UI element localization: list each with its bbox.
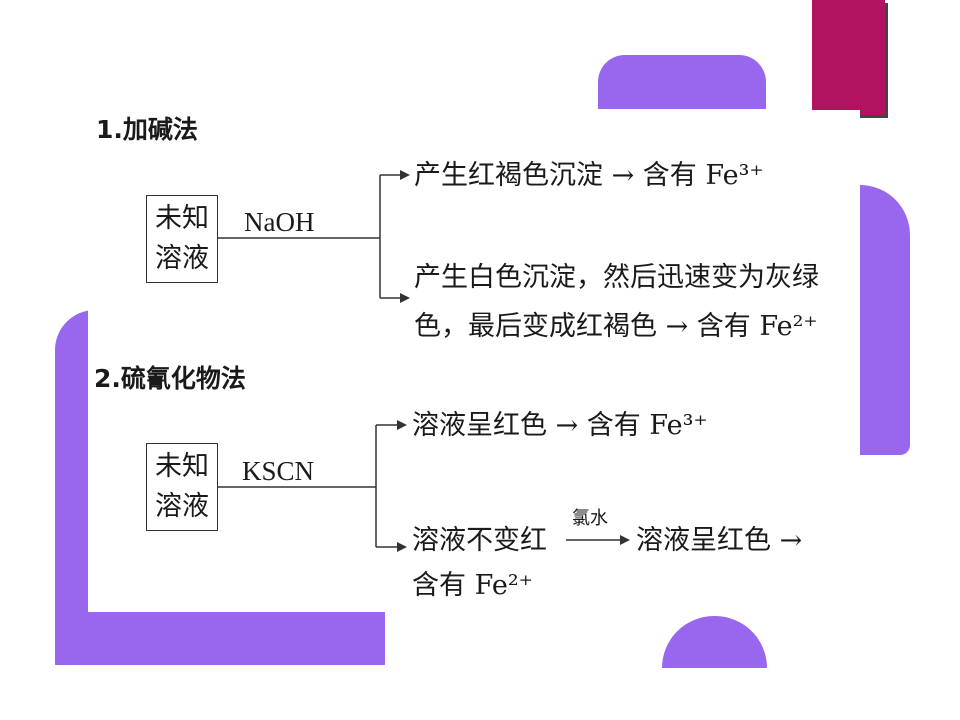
section2-branch-line2: 含有 Fe²⁺ — [412, 570, 533, 601]
box-line1: 未知 — [155, 203, 209, 234]
section2-branch-turns-red: 溶液呈红色 → — [636, 525, 803, 556]
section1-branch-white-line1: 产生白色沉淀，然后迅速变为灰绿 — [414, 262, 819, 293]
box-line2: 溶液 — [155, 491, 209, 522]
section1-unknown-solution-box: 未知 溶液 — [146, 195, 218, 283]
box-line1: 未知 — [155, 451, 209, 482]
decor-magenta-bar — [812, 0, 885, 115]
arrow-label-chlorine-water: 氯水 — [572, 508, 608, 529]
box-line2: 溶液 — [155, 243, 209, 274]
section1-branch-white-line2: 色，最后变成红褐色 → 含有 Fe²⁺ — [414, 311, 818, 342]
section2-heading: 2.硫氰化物法 — [94, 364, 246, 393]
section2-branch-not-red: 溶液不变红 — [412, 525, 547, 556]
decor-purple-frame-right — [860, 185, 910, 455]
section2-reagent: KSCN — [242, 456, 315, 486]
section1-reagent: NaOH — [244, 207, 315, 237]
section1-branch-red-brown: 产生红褐色沉淀 → 含有 Fe³⁺ — [414, 160, 764, 191]
section1-heading: 1.加碱法 — [96, 115, 198, 144]
section2-unknown-solution-box: 未知 溶液 — [146, 443, 218, 531]
section2-branch-red: 溶液呈红色 → 含有 Fe³⁺ — [412, 410, 708, 441]
decor-purple-pill-top — [598, 55, 766, 109]
